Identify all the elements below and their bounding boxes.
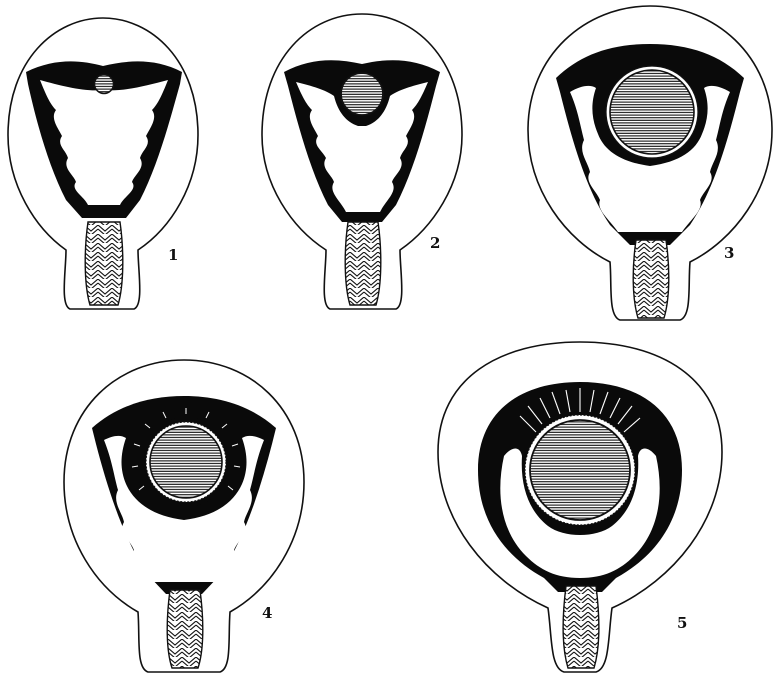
figure-2: 2 xyxy=(262,14,462,309)
figure-2-label: 2 xyxy=(430,234,440,252)
figure-4-label: 4 xyxy=(262,604,272,622)
figure-4: 4 xyxy=(64,360,304,672)
figure-4-cervix xyxy=(167,590,203,668)
figure-5-label: 5 xyxy=(677,614,687,632)
figure-2-cervix xyxy=(345,222,381,305)
figure-3: 3 xyxy=(528,6,772,320)
figure-2-ovum xyxy=(341,73,383,115)
figure-3-label: 3 xyxy=(724,244,734,262)
figure-4-ovum xyxy=(150,426,222,498)
figure-3-cervix xyxy=(633,240,669,318)
figure-1-ovum xyxy=(95,75,114,94)
figure-1: 1 xyxy=(8,18,198,309)
figure-3-ovum xyxy=(610,70,694,154)
figure-5-cervix xyxy=(563,586,599,668)
figure-1-label: 1 xyxy=(168,246,178,264)
figure-5: 5 xyxy=(438,342,722,672)
figure-1-cervix xyxy=(85,222,123,305)
figure-5-ovum xyxy=(530,420,630,520)
